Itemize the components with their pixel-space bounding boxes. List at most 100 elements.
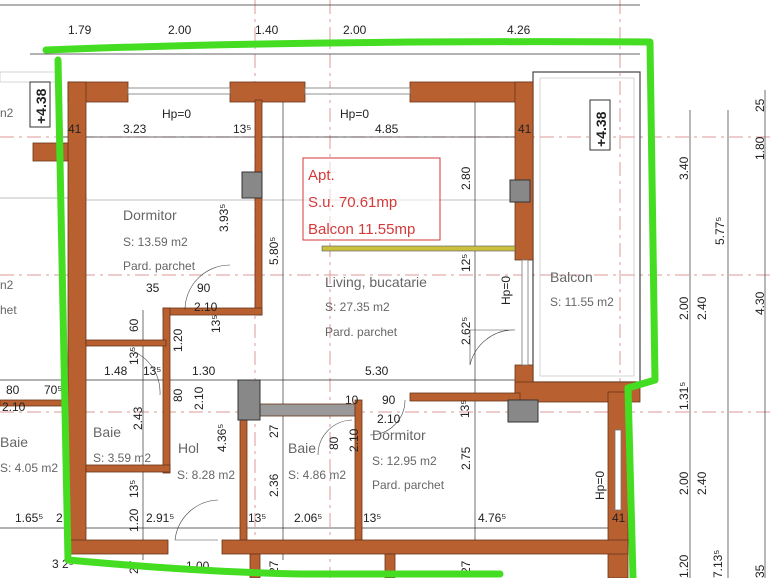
apartment-box [302,157,441,241]
dimension-label: 80 [327,436,341,450]
room-name: Living, bucatarie [325,274,427,290]
room-name: Dormitor [123,207,177,223]
top-dimensions: 1.79 2.00 1.40 2.00 4.26 [68,23,531,37]
dimension-label: 2.10 [194,300,218,314]
dimension-label: 7.13⁵ [711,550,725,578]
height-label: Hp=0 [162,107,191,121]
dimension-label: 13⁵ [209,315,223,333]
dimension-label: 1.31⁵ [677,382,691,410]
partial-label: het [0,303,17,317]
dimension-label: 1.48 [104,364,128,378]
dimension-label: 2.10 [2,400,26,414]
room-area: S: 4.05 m2 [0,461,58,475]
dimension-label: 2.36 [267,473,281,497]
dimension-label: 4.26 [507,23,531,37]
dimension-label: 2.00 [677,296,691,320]
dimension-label: 4.30 [753,291,767,315]
dimension-label: 13⁵ [127,480,141,498]
dimension-label: 2.40 [695,296,709,320]
interior-dimensions: 41 3.23 13⁵ 4.85 41 3.93⁵ 5.80⁵ 2.80 35 … [2,122,626,574]
dimension-label: 5.77⁵ [713,217,727,245]
balcony-outline [532,71,641,383]
dimension-label: 41 [68,122,82,136]
dimension-label: 4.85 [375,122,399,136]
dimension-label: 1.30 [192,364,216,378]
dimension-label: 35 [753,564,767,578]
dimension-label: 5.30 [365,364,389,378]
apartment-usable-area: S.u. 70.61mp [308,194,397,211]
dimension-label: 4.36⁵ [215,424,229,452]
dimension-label: 3.23 [123,122,147,136]
dimension-label: 90 [197,281,211,295]
height-label: Hp=0 [340,107,369,121]
room-name: Balcon [550,269,593,285]
room-area: S: 12.95 m2 [372,454,437,468]
level-marker-right: +4.38 [593,111,609,147]
dimension-label: 60 [127,318,141,332]
dimension-label: 13⁵ [233,122,251,136]
walls [0,81,641,578]
room-floor: Pard. parchet [123,259,196,273]
room-area: S: 13.59 m2 [123,235,188,249]
partial-label: n2 [0,106,14,120]
dimension-label: 3.40 [677,156,691,180]
dimension-label: 35 [146,281,160,295]
windows [127,87,622,511]
dimension-label: 13⁵ [458,400,472,418]
dimension-label: 2.40 [695,471,709,495]
dimension-label: 2.75 [459,446,473,470]
dimension-label: 1.80 [753,136,767,160]
dimension-label: 5.80⁵ [267,237,281,265]
dimension-label: 1.40 [255,23,279,37]
dimension-label: 1.20 [171,328,185,352]
level-marker-left: +4.38 [33,88,49,124]
room-name: Baie [288,440,316,456]
dimension-label: 41 [518,122,532,136]
dimension-label: 13⁵ [363,511,381,525]
room-area: S: 8.28 m2 [177,468,235,482]
dimension-label: 10 [345,393,359,407]
dimension-label: 2.43 [131,406,145,430]
room-floor: Pard. parchet [325,325,398,339]
height-label: Hp=0 [499,276,513,305]
room-name: Hol [178,440,199,456]
kitchen-counter [321,245,516,252]
dimension-label: 13⁵ [248,511,266,525]
dimension-label: 70⁵ [44,383,62,397]
dimension-label: 12⁵ [459,254,473,272]
dimension-label: 2 [56,511,63,525]
dimension-label: 1.65⁵ [15,511,43,525]
apartment-balcony-area: Balcon 11.55mp [308,221,415,238]
dimension-label: 13⁵ [143,364,161,378]
room-area: S: 3.59 m2 [93,451,151,465]
ventilation-shafts [237,171,539,423]
dimension-label: 3.93⁵ [217,204,231,232]
dimension-label: 2.80 [459,166,473,190]
room-labels: Dormitor S: 13.59 m2 Pard. parchet Livin… [0,106,614,492]
dimension-label: 2.00 [677,471,691,495]
dimension-label: 2.10 [377,412,401,426]
dimension-label: 2.10 [192,386,206,410]
dimension-label: 41 [612,511,626,525]
dimension-label: 2.00 [343,23,367,37]
height-label: Hp=0 [593,471,607,500]
dimension-label: 1.20 [127,508,141,532]
dimension-label: 27 [267,424,281,438]
dimension-label: 2.00 [168,23,192,37]
room-area: S: 11.55 m2 [550,295,614,309]
dimension-label: 80 [6,383,20,397]
room-name: Dormitor [372,427,426,443]
right-dimensions: 3.40 5.77⁵ 2.00 2.40 4.30 1.80 25 1.31⁵ … [677,98,767,578]
door-swings [129,264,516,541]
dimension-label: 80 [171,388,185,402]
room-name: Baie [0,434,28,450]
dimension-label: 1.20 [677,554,691,578]
room-area: S: 27.35 m2 [325,300,390,314]
dimension-label: 4.76⁵ [478,511,506,525]
dimension-label: 90 [382,393,396,407]
highlight-outline [42,38,659,578]
apartment-label: Apt. [308,167,335,184]
room-floor: Pard. parchet [372,478,445,492]
dimension-label: 2.06⁵ [294,511,322,525]
